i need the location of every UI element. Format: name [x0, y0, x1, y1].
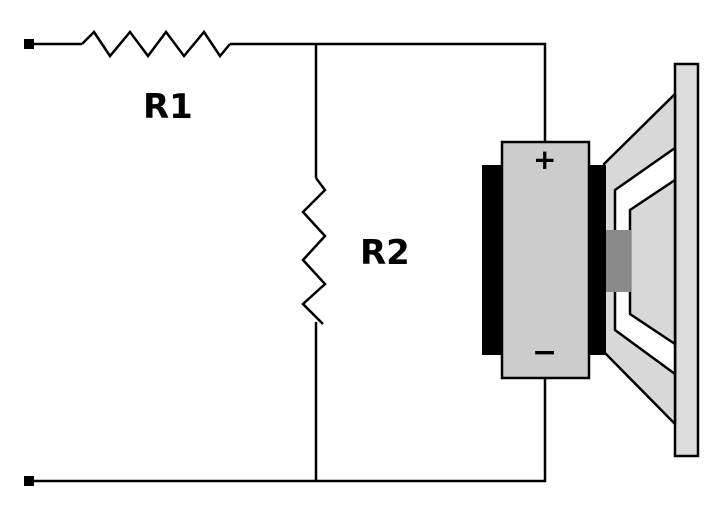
input-terminal-bottom — [24, 476, 34, 486]
magnet-body — [500, 140, 591, 380]
shunt-branch — [301, 44, 327, 481]
loudspeaker: + − — [482, 62, 700, 458]
input-terminal-top — [24, 39, 34, 49]
magnet-plate-right — [586, 165, 606, 355]
r1-label: R1 — [143, 87, 193, 127]
speaker-cone-face — [628, 178, 677, 346]
voice-coil — [603, 230, 631, 292]
speaker-baffle — [673, 62, 700, 458]
minus-terminal-sign: − — [532, 335, 557, 370]
top-wire — [34, 29, 547, 142]
plus-terminal-sign: + — [533, 143, 556, 176]
bottom-wire — [34, 378, 547, 483]
magnet-plate-left — [482, 165, 504, 355]
r2-label: R2 — [360, 233, 410, 273]
resistor-r1 — [81, 29, 231, 59]
resistor-r2 — [301, 177, 327, 325]
